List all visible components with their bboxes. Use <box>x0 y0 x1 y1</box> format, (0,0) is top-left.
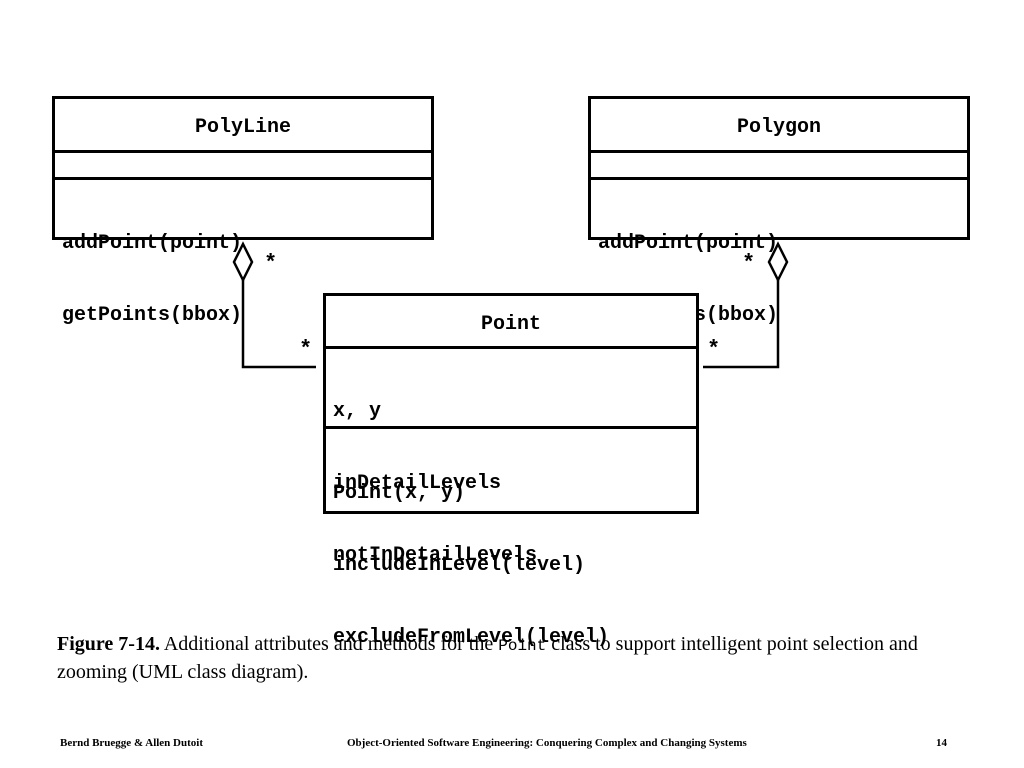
multiplicity-point-end-left: * <box>299 337 313 362</box>
class-name: PolyLine <box>55 99 431 153</box>
attribute: x, y <box>333 400 382 423</box>
class-point: Point x, y inDetailLevels notInDetailLev… <box>323 293 699 649</box>
footer-authors: Bernd Bruegge & Allen Dutoit <box>60 737 203 749</box>
caption-text-after: class to support intelligent point selec… <box>57 633 918 683</box>
operation: getPoints(bbox) <box>62 304 243 327</box>
multiplicity-polygon-end: * <box>742 251 756 276</box>
footer-book-title: Object-Oriented Software Engineering: Co… <box>347 737 747 749</box>
attributes-compartment: x, y inDetailLevels notInDetailLevels <box>326 349 696 567</box>
multiplicity-point-end-right: * <box>707 337 721 362</box>
association-line-polygon-point <box>703 280 780 369</box>
operation: addPoint(point) <box>62 232 243 255</box>
caption-code: Point <box>498 637 547 655</box>
attribute: notInDetailLevels <box>333 544 538 567</box>
class-name: Polygon <box>591 99 967 153</box>
caption-text-before: Additional attributes and methods for th… <box>163 633 494 655</box>
operations-compartment: addPoint(point) getPoints(bbox) <box>55 180 431 376</box>
operation: addPoint(point) <box>598 232 779 255</box>
operation: excludeFromLevel(level) <box>333 626 610 649</box>
attributes-compartment <box>591 153 967 180</box>
attribute: inDetailLevels <box>333 472 502 495</box>
association-line-polyline-point <box>241 280 316 369</box>
operation: Point(x, y) <box>333 482 466 505</box>
figure-label: Figure 7-14. <box>57 633 160 655</box>
figure-caption: Figure 7-14. Additional attributes and m… <box>57 631 957 685</box>
footer-page-number: 14 <box>936 737 947 749</box>
class-name: Point <box>326 296 696 349</box>
operation: includeInLevel(level) <box>333 554 586 577</box>
attributes-compartment <box>55 153 431 180</box>
class-polygon: Polygon addPoint(point) getPoints(bbox) <box>588 96 970 327</box>
operations-compartment: Point(x, y) includeInLevel(level) exclud… <box>326 429 696 698</box>
class-polyline: PolyLine addPoint(point) getPoints(bbox) <box>52 96 434 327</box>
multiplicity-polyline-end: * <box>264 251 278 276</box>
